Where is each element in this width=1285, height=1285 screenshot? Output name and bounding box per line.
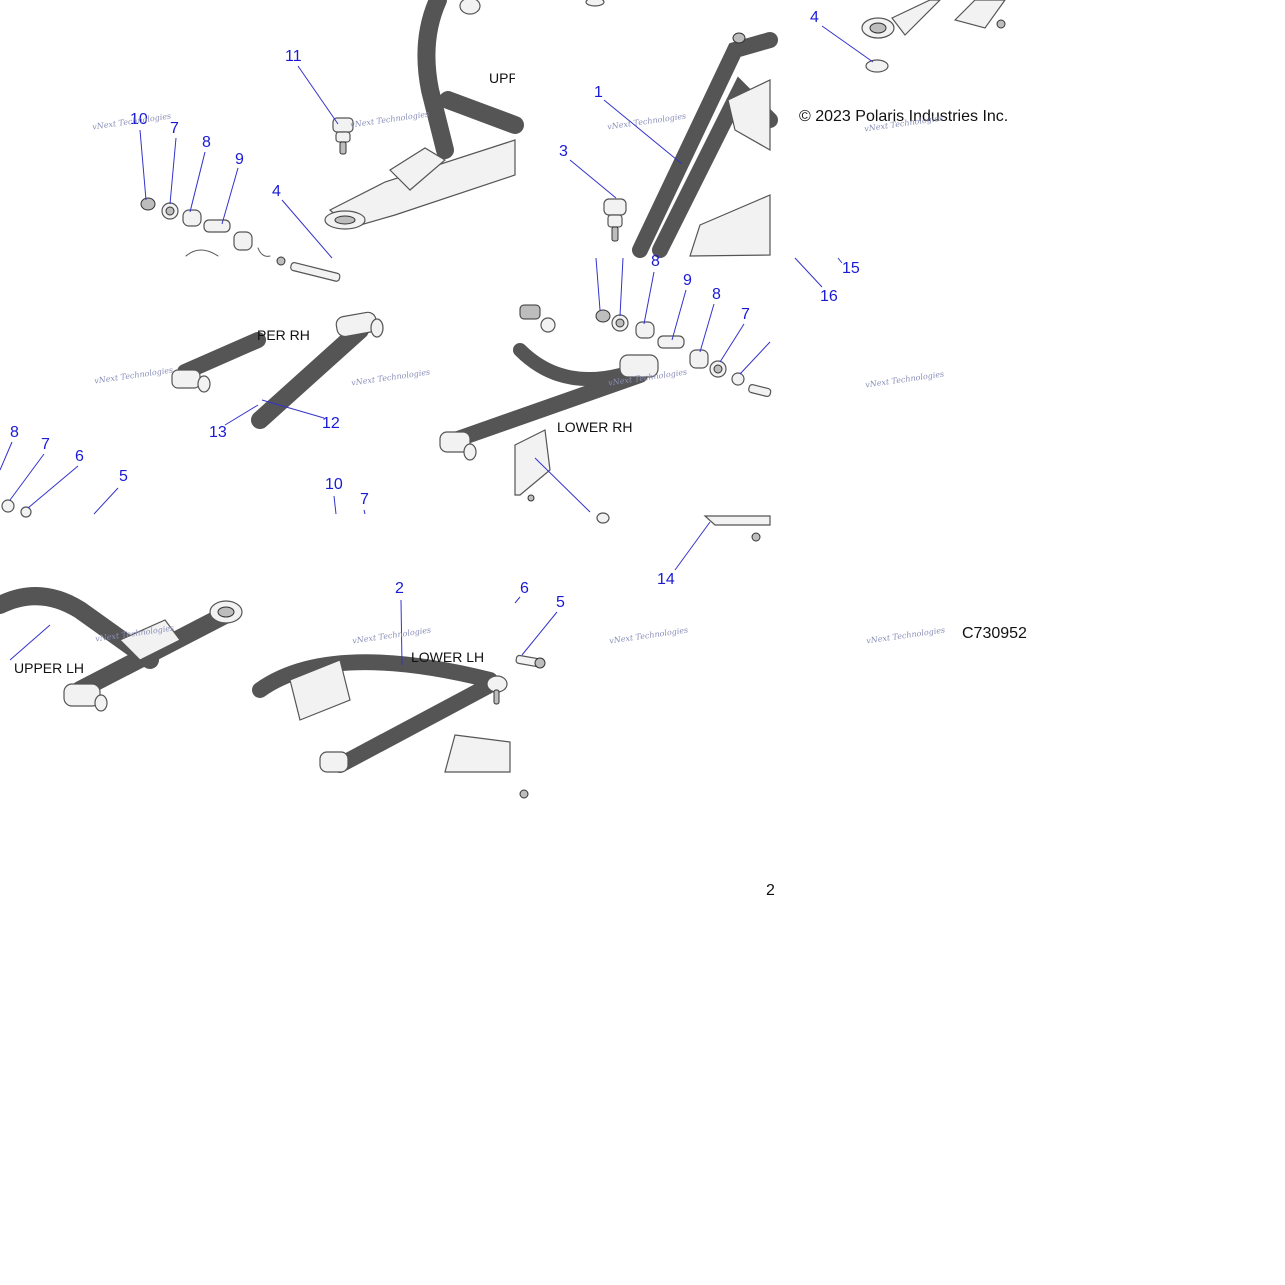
callout-6: 6 [520, 580, 529, 597]
callout-14: 14 [657, 571, 675, 588]
callout-8: 8 [10, 424, 19, 441]
lower-rh-arm-top [585, 0, 778, 258]
callout-7: 7 [741, 306, 750, 323]
callout-12: 12 [322, 415, 340, 432]
callout-16: 16 [820, 288, 838, 305]
callout-11: 11 [285, 48, 302, 65]
callout-9: 9 [683, 272, 692, 289]
upper-rh-arm-middle [171, 311, 384, 429]
label-upper-lh: UPPER LH [14, 660, 85, 676]
callout-15: 15 [842, 260, 860, 277]
callout-9: 9 [235, 151, 244, 168]
callout-7: 7 [170, 120, 179, 137]
callout-7: 7 [360, 491, 369, 508]
callout-10: 10 [325, 476, 343, 493]
label-upper-rh: PER RH [257, 327, 310, 343]
callout-2: 2 [395, 580, 404, 597]
stray-fragment: 2 [766, 882, 775, 899]
upper-rh-arm-top [324, 0, 524, 230]
callout-8: 8 [651, 253, 660, 270]
hardware-stack-upper [140, 197, 341, 282]
upper-lh-arm [0, 499, 243, 712]
lower-lh-arm [252, 654, 546, 799]
label-lower-lh: LOWER LH [411, 649, 485, 665]
ball-joint-3 [603, 198, 627, 242]
callout-5: 5 [119, 468, 128, 485]
copyright-text: © 2023 Polaris Industries Inc. [799, 108, 1009, 125]
leader-lines [0, 25, 874, 666]
drawing-number: C730952 [962, 625, 1027, 642]
callout-4: 4 [272, 183, 281, 200]
callout-4: 4 [810, 9, 819, 26]
callout-8: 8 [712, 286, 721, 303]
label-upper-rh-cropped: UPPER RH [489, 71, 515, 85]
lower-rh-arm-middle [439, 304, 772, 524]
callout-6: 6 [75, 448, 84, 465]
label-lower-rh: LOWER RH [557, 419, 633, 435]
callout-3: 3 [559, 143, 568, 160]
upper-arm-knuckle [861, 0, 1006, 73]
callout-10: 10 [130, 111, 148, 128]
callout-5: 5 [556, 594, 565, 611]
ball-joint-11 [332, 117, 354, 155]
skid-plate-14 [703, 515, 771, 542]
callout-8: 8 [202, 134, 211, 151]
callout-1: 1 [594, 84, 603, 101]
callout-7: 7 [41, 436, 50, 453]
callout-13: 13 [209, 424, 227, 441]
